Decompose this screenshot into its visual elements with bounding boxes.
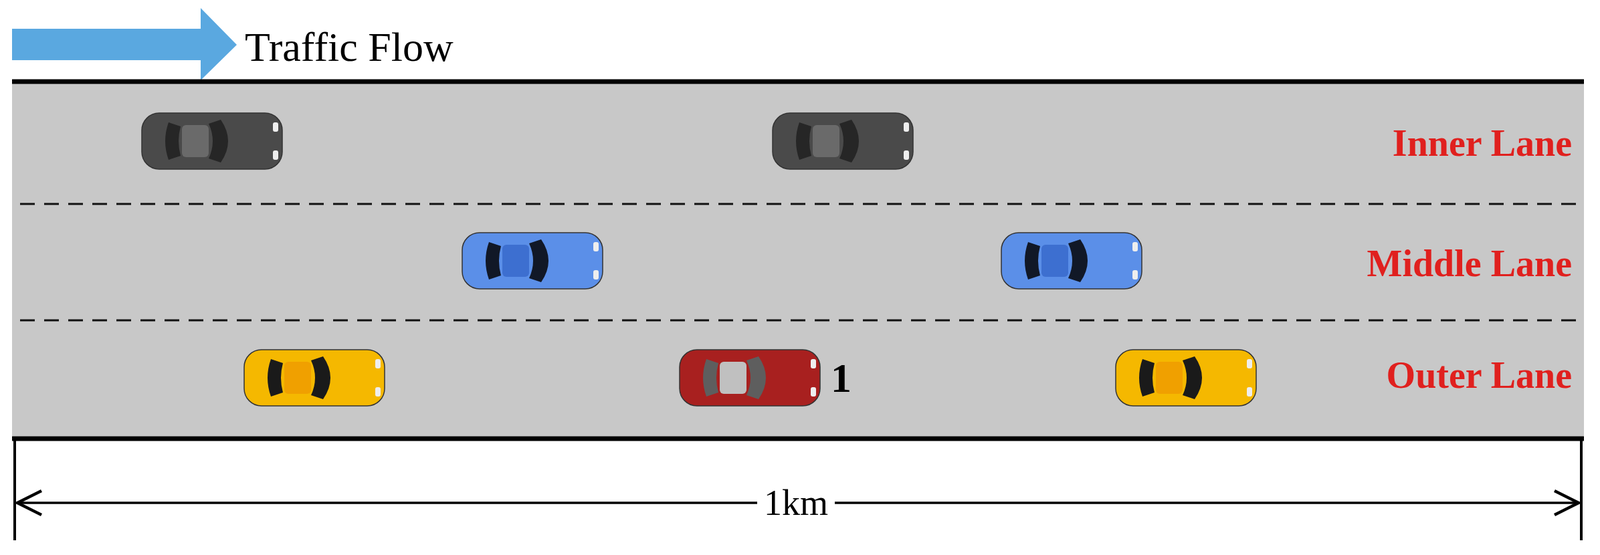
windshield xyxy=(839,119,859,163)
lane-label: Inner Lane xyxy=(1392,124,1572,162)
car-roof xyxy=(181,125,209,158)
windshield xyxy=(1068,239,1088,283)
car xyxy=(1001,232,1142,289)
headlight xyxy=(1246,387,1253,397)
headlight xyxy=(593,270,599,280)
headlight xyxy=(903,122,910,132)
road-surface xyxy=(12,81,1584,439)
lane-divider xyxy=(20,319,1584,322)
lane-label: Outer Lane xyxy=(1386,356,1572,394)
rear-window xyxy=(485,242,502,280)
cars xyxy=(141,113,1257,407)
headlight xyxy=(1132,242,1138,252)
headlight xyxy=(375,359,381,369)
car-body xyxy=(141,113,283,170)
headlight xyxy=(1246,359,1253,369)
car xyxy=(772,113,914,170)
road-edge xyxy=(12,79,1584,85)
flow-label: Traffic Flow xyxy=(244,26,454,68)
car-roof xyxy=(1155,361,1183,394)
car-body xyxy=(462,232,603,289)
car-body xyxy=(244,349,385,407)
windshield xyxy=(746,356,766,400)
dimension-label: 1km xyxy=(757,484,835,522)
car-body xyxy=(679,349,821,407)
lane-divider xyxy=(20,203,1584,206)
headlight xyxy=(903,150,910,160)
car-roof xyxy=(502,244,530,277)
flow-arrow xyxy=(12,8,237,81)
rear-window xyxy=(795,122,812,160)
rear-window xyxy=(165,122,181,160)
callout-number: 1 xyxy=(830,357,852,399)
car-roof xyxy=(1041,244,1069,277)
headlight xyxy=(1132,270,1138,280)
dimension-tick xyxy=(1579,438,1583,541)
rear-window xyxy=(703,359,719,397)
headlight xyxy=(272,150,279,160)
car-roof xyxy=(284,361,312,394)
car-roof xyxy=(719,361,747,394)
rear-window xyxy=(1024,242,1041,280)
windshield xyxy=(208,119,229,163)
car-body xyxy=(1115,349,1257,407)
lane-label: Middle Lane xyxy=(1367,244,1572,283)
car xyxy=(679,349,821,407)
headlight xyxy=(810,387,817,397)
rear-window xyxy=(1139,359,1155,397)
windshield xyxy=(529,239,549,283)
headlight xyxy=(810,359,817,369)
car xyxy=(1115,349,1257,407)
dimension-tick xyxy=(13,438,17,541)
headlight xyxy=(593,242,599,252)
windshield xyxy=(1182,356,1203,400)
headlight xyxy=(272,122,279,132)
car-body xyxy=(772,113,914,170)
road-edge xyxy=(12,436,1584,442)
car xyxy=(462,232,603,289)
car xyxy=(244,349,385,407)
car-roof xyxy=(812,125,840,158)
car xyxy=(141,113,283,170)
headlight xyxy=(375,387,381,397)
rear-window xyxy=(267,359,283,397)
car-body xyxy=(1001,232,1142,289)
windshield xyxy=(311,356,331,400)
